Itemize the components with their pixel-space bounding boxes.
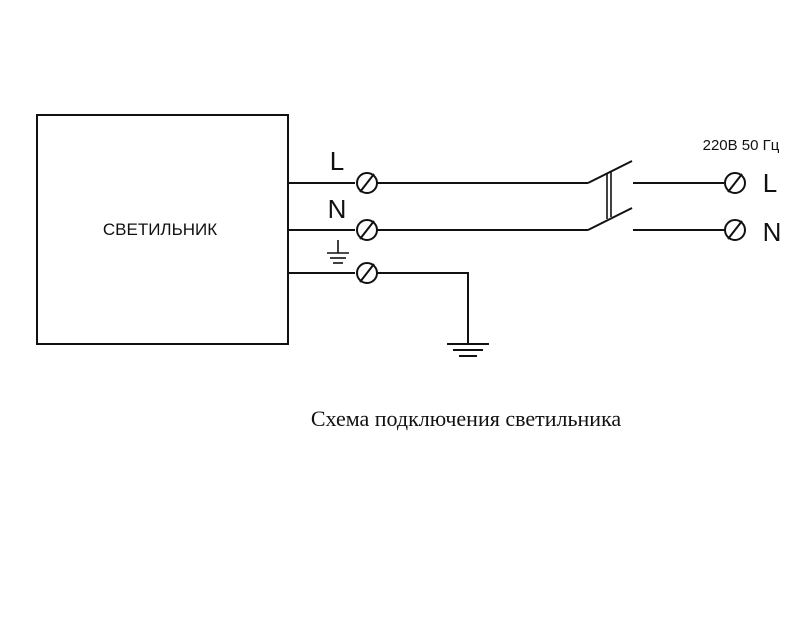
luminaire-label: СВЕТИЛЬНИК <box>103 220 217 239</box>
double-pole-switch <box>587 160 633 231</box>
supply-label-n: N <box>763 217 782 247</box>
supply-label-l: L <box>763 168 777 198</box>
supply-voltage-label: 220В 50 Гц <box>703 137 780 154</box>
supply-screw-l <box>724 172 746 194</box>
diagram-caption: Схема подключения светильника <box>311 406 622 431</box>
terminal-screw-n <box>356 219 378 241</box>
supply-screw-n <box>724 219 746 241</box>
earth-symbol-ground <box>447 343 489 357</box>
terminal-screw-l <box>356 172 378 194</box>
earth-wire-to-ground <box>377 272 469 344</box>
terminal-screw-earth <box>356 262 378 284</box>
terminal-label-n: N <box>328 194 347 224</box>
terminal-label-l: L <box>330 146 344 176</box>
earth-symbol-small <box>327 240 349 264</box>
